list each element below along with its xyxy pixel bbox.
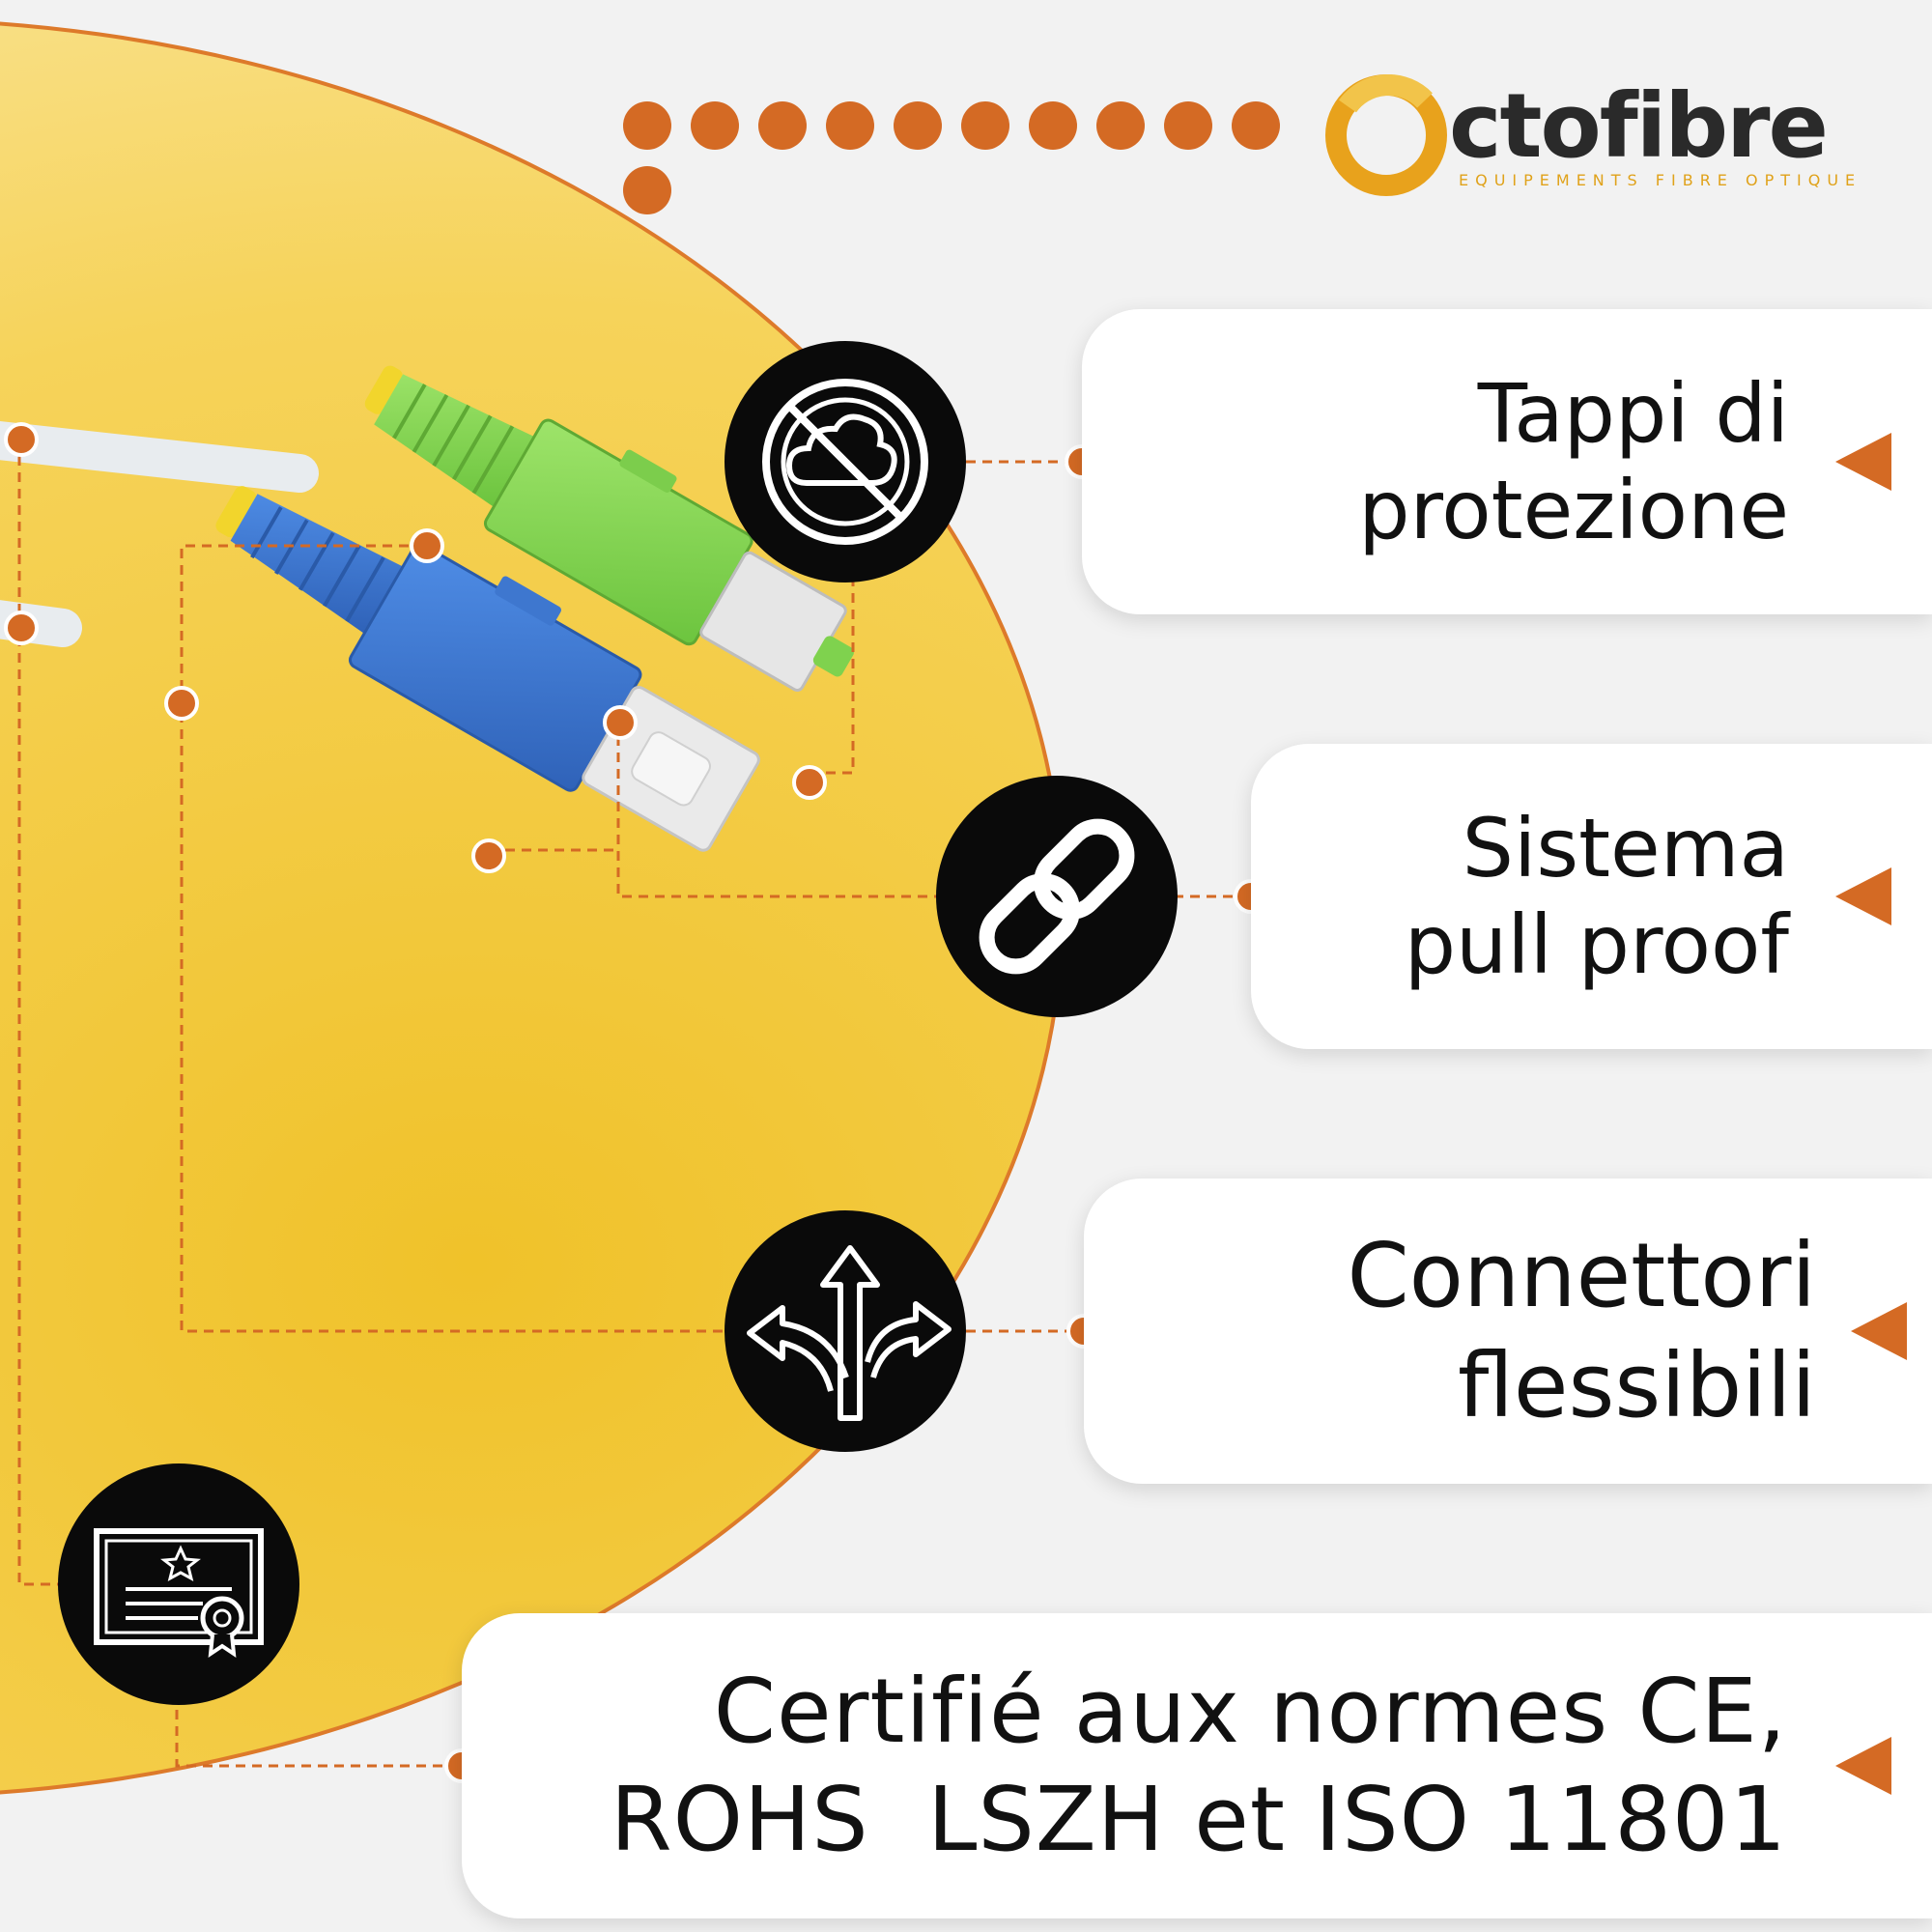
certificate-icon <box>58 1463 299 1705</box>
feature-label: Certifié aux normes CE, ROHS LSZH et ISO… <box>610 1660 1787 1871</box>
feature-label: Sistema pull proof <box>1404 801 1789 992</box>
white-cable-top <box>0 420 319 493</box>
logo-ring-icon <box>1325 74 1447 196</box>
triangle-pointer-icon <box>1835 433 1891 491</box>
feature-card-pull-proof: Sistema pull proof <box>1251 744 1932 1049</box>
brand-logo: ctofibre EQUIPEMENTS FIBRE OPTIQUE <box>1323 72 1864 208</box>
feature-card-flexible-connectors: Connettori flessibili <box>1084 1179 1932 1484</box>
brand-name: ctofibre <box>1449 74 1829 178</box>
callout-lines <box>17 440 1251 1768</box>
triangle-pointer-icon <box>1835 867 1891 925</box>
triangle-pointer-icon <box>1851 1302 1907 1360</box>
decorative-dots <box>623 101 1280 214</box>
brand-tagline: EQUIPEMENTS FIBRE OPTIQUE <box>1459 171 1862 189</box>
no-dust-cloud-icon <box>724 341 966 582</box>
green-connector <box>364 365 854 693</box>
branching-arrows-icon <box>724 1210 966 1452</box>
chain-link-icon <box>936 776 1178 1017</box>
triangle-pointer-icon <box>1835 1737 1891 1795</box>
blue-connector <box>215 486 760 852</box>
feature-card-protection-caps: Tappi di protezione <box>1082 309 1932 614</box>
feature-label: Connettori flessibili <box>1347 1224 1816 1437</box>
feature-card-certification: Certifié aux normes CE, ROHS LSZH et ISO… <box>462 1613 1932 1918</box>
feature-label: Tappi di protezione <box>1358 366 1789 557</box>
